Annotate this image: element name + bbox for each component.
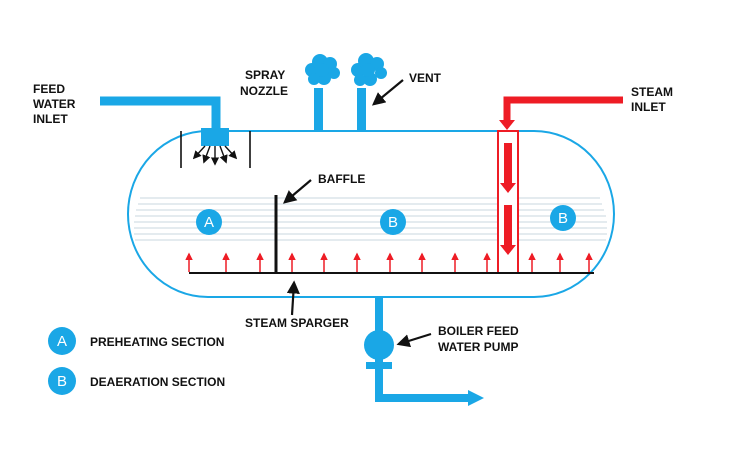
spray-nozzle-icon xyxy=(192,128,238,166)
discharge-arrowhead xyxy=(468,390,484,406)
cloud-icon xyxy=(305,53,387,86)
vent-pointer-arrow xyxy=(371,79,404,106)
sparger-pointer-arrow xyxy=(286,280,300,316)
pump-icon xyxy=(364,330,394,369)
svg-text:B: B xyxy=(57,373,67,390)
deaerator-vessel xyxy=(127,130,615,298)
svg-text:A: A xyxy=(57,333,67,350)
vent-pipe-left xyxy=(314,88,323,131)
preheating-section-badge: A xyxy=(196,209,222,235)
steam-inlet-arrowhead xyxy=(499,120,515,130)
svg-text:WATER: WATER xyxy=(33,97,76,111)
vent-pipe-right xyxy=(357,88,366,131)
svg-text:WATER PUMP: WATER PUMP xyxy=(438,340,518,354)
svg-text:FEED: FEED xyxy=(33,82,65,96)
feed-water-inlet-label: FEED WATER INLET xyxy=(33,82,76,126)
steam-inlet-label: STEAM INLET xyxy=(631,85,673,114)
svg-text:SPRAY: SPRAY xyxy=(245,68,285,82)
discharge-pipe xyxy=(375,369,470,402)
sparger-steam-arrows xyxy=(185,252,593,272)
steam-inlet-pipe xyxy=(503,96,623,122)
steam-sparger-label: STEAM SPARGER xyxy=(245,316,349,330)
pump-pointer-arrow xyxy=(396,332,432,348)
boiler-feed-water-pump-label: BOILER FEED WATER PUMP xyxy=(438,324,519,354)
svg-text:A: A xyxy=(204,214,214,231)
vent-label: VENT xyxy=(409,71,442,85)
outlet-pipe xyxy=(375,297,383,333)
steam-flow-arrows xyxy=(500,143,516,255)
spray-nozzle-label: SPRAY NOZZLE xyxy=(240,68,288,98)
feed-water-inlet-pipe xyxy=(100,96,221,128)
svg-text:B: B xyxy=(388,214,398,231)
deaeration-section-badge-right: B xyxy=(550,205,576,231)
deaeration-section-badge: B xyxy=(380,209,406,235)
svg-text:INLET: INLET xyxy=(33,112,68,126)
legend-item-deaeration: B DEAERATION SECTION xyxy=(48,367,225,395)
baffle-pointer-arrow xyxy=(282,179,312,204)
svg-text:STEAM: STEAM xyxy=(631,85,673,99)
legend-item-preheating: A PREHEATING SECTION xyxy=(48,327,224,355)
svg-text:NOZZLE: NOZZLE xyxy=(240,84,288,98)
legend: A PREHEATING SECTION B DEAERATION SECTIO… xyxy=(48,327,225,395)
svg-text:DEAERATION SECTION: DEAERATION SECTION xyxy=(90,375,225,389)
svg-text:PREHEATING SECTION: PREHEATING SECTION xyxy=(90,335,224,349)
baffle-label: BAFFLE xyxy=(318,172,365,186)
svg-text:INLET: INLET xyxy=(631,100,666,114)
svg-text:BOILER FEED: BOILER FEED xyxy=(438,324,519,338)
svg-text:B: B xyxy=(558,210,568,227)
